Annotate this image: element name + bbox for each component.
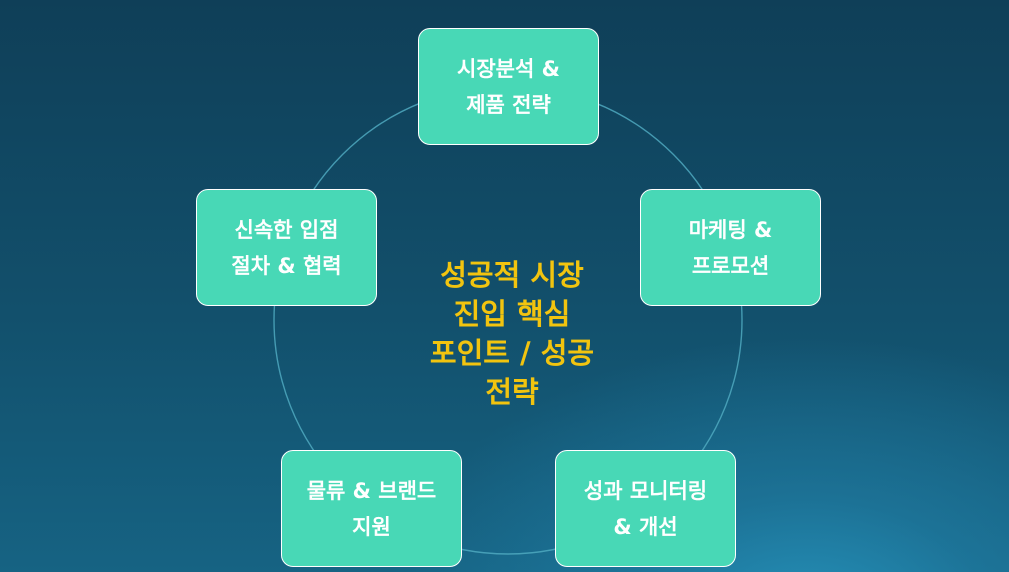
node-quick-onboarding: 신속한 입점 절차 & 협력 — [196, 189, 377, 306]
center-title-line-1: 성공적 시장 — [440, 258, 584, 292]
node-performance-monitoring: 성과 모니터링 & 개선 — [555, 450, 736, 567]
node-label-line-1: 시장분석 & — [457, 56, 560, 81]
center-title: 성공적 시장 진입 핵심 포인트 / 성공 전략 — [382, 256, 642, 412]
node-label-line-2: 지원 — [352, 514, 391, 539]
node-label-line-1: 성과 모니터링 — [583, 478, 708, 503]
center-title-line-2: 진입 핵심 — [453, 297, 571, 331]
center-title-line-3: 포인트 / 성공 — [429, 336, 595, 370]
node-label-line-2: & 개선 — [613, 514, 678, 539]
center-title-line-4: 전략 — [485, 375, 539, 409]
node-label-line-2: 제품 전략 — [466, 92, 551, 117]
node-logistics-brand: 물류 & 브랜드 지원 — [281, 450, 462, 567]
node-marketing: 마케팅 & 프로모션 — [640, 189, 821, 306]
node-label-line-1: 물류 & 브랜드 — [306, 478, 437, 503]
node-label-line-2: 프로모션 — [691, 253, 770, 278]
node-market-analysis: 시장분석 & 제품 전략 — [418, 28, 599, 145]
node-label-line-1: 마케팅 & — [688, 217, 773, 242]
node-label-line-1: 신속한 입점 — [234, 217, 339, 242]
node-label-line-2: 절차 & 협력 — [231, 253, 342, 278]
